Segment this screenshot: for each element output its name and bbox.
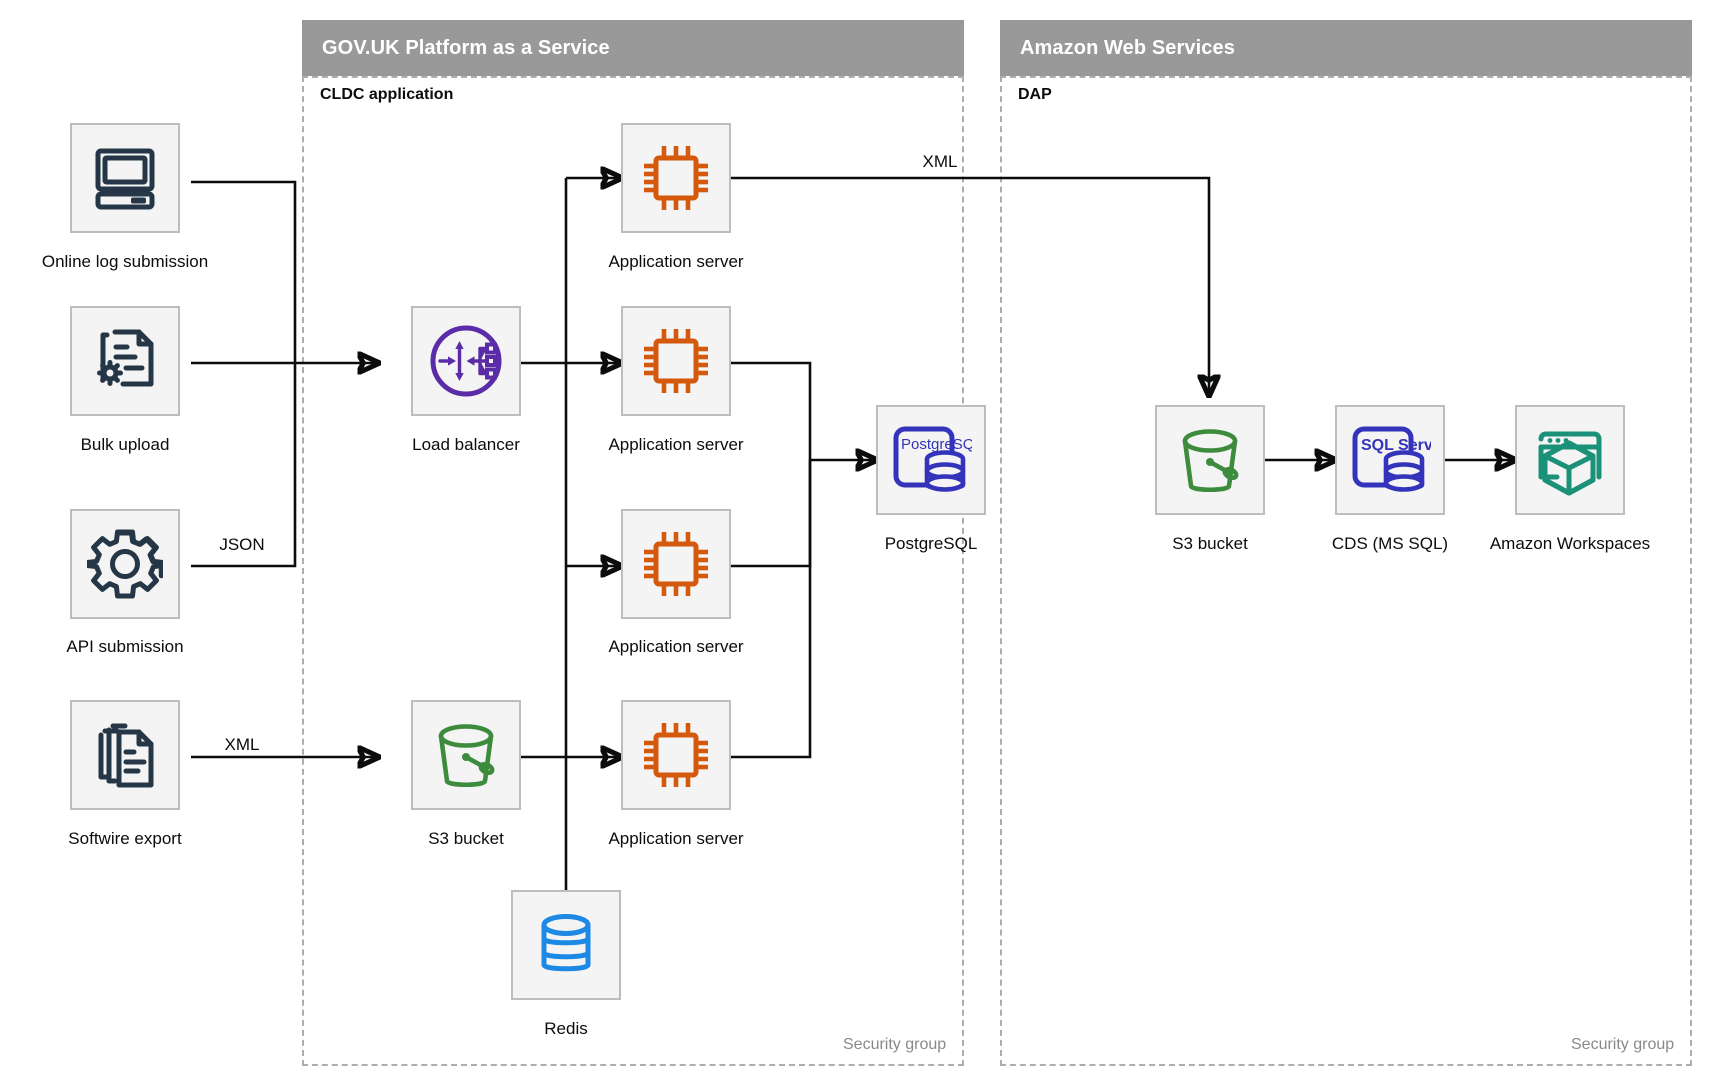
node-label-api-submission: API submission [66,637,184,656]
desktop-computer-icon [89,142,161,214]
node-api-submission[interactable] [70,509,180,619]
cpu-chip-icon [638,140,714,216]
load-balancer-icon [424,319,508,403]
platform-header-govuk-paas: GOV.UK Platform as a Service [302,20,964,76]
node-softwire-export[interactable] [70,700,180,810]
cpu-chip-icon [638,526,714,602]
security-group-label-dap: Security group [1571,1036,1675,1053]
node-app-server-2[interactable] [621,306,731,416]
node-label-load-balancer: Load balancer [412,435,520,454]
node-label-app-server-4: Application server [608,829,744,848]
documents-stack-icon [89,719,161,791]
cpu-chip-icon [638,717,714,793]
platform-header-aws: Amazon Web Services [1000,20,1692,76]
group-title-cldc: CLDC application [320,86,454,103]
redis-database-icon [529,908,603,982]
sql-server-icon: SQL Server [1349,419,1431,501]
node-label-cds-ms-sql: CDS (MS SQL) [1331,534,1449,553]
security-group-dap [1000,76,1692,1066]
group-title-dap: DAP [1018,86,1052,103]
edge-label-xml-softwire: XML [220,735,264,755]
postgresql-icon: PostgreSQL [890,419,972,501]
gear-icon [87,526,163,602]
node-label-postgresql: PostgreSQL [884,534,978,553]
node-postgresql[interactable]: PostgreSQL [876,405,986,515]
svg-text:PostgreSQL: PostgreSQL [901,436,972,453]
cpu-chip-icon [638,323,714,399]
node-s3-bucket-aws[interactable] [1155,405,1265,515]
platform-title-aws: Amazon Web Services [1020,36,1235,59]
node-label-app-server-3: Application server [608,637,744,656]
platform-title-govuk-paas: GOV.UK Platform as a Service [322,36,610,59]
bucket-icon [1170,420,1250,500]
node-label-app-server-1: Application server [608,252,744,271]
node-redis[interactable] [511,890,621,1000]
edge-label-xml-appserver: XML [918,152,962,172]
node-label-app-server-2: Application server [608,435,744,454]
security-group-label-cldc: Security group [843,1036,947,1053]
node-label-s3-bucket-aws: S3 bucket [1172,534,1248,553]
document-gear-icon [89,325,161,397]
node-label-redis: Redis [544,1019,588,1038]
node-s3-bucket-paas[interactable] [411,700,521,810]
edge-label-json: JSON [215,535,269,555]
node-app-server-1[interactable] [621,123,731,233]
node-label-s3-bucket-paas: S3 bucket [428,829,504,848]
node-cds-ms-sql[interactable]: SQL Server [1335,405,1445,515]
node-app-server-3[interactable] [621,509,731,619]
node-bulk-upload[interactable] [70,306,180,416]
bucket-icon [426,715,506,795]
security-group-cldc [302,76,964,1066]
node-label-softwire-export: Softwire export [68,829,182,848]
node-label-online-log-submission: Online log submission [41,252,209,271]
svg-text:SQL Server: SQL Server [1361,437,1431,454]
node-app-server-4[interactable] [621,700,731,810]
node-load-balancer[interactable] [411,306,521,416]
node-label-bulk-upload: Bulk upload [80,435,170,454]
node-amazon-workspaces[interactable] [1515,405,1625,515]
node-label-amazon-workspaces: Amazon Workspaces [1489,534,1651,553]
node-online-log-submission[interactable] [70,123,180,233]
workspaces-cube-icon [1531,421,1609,499]
